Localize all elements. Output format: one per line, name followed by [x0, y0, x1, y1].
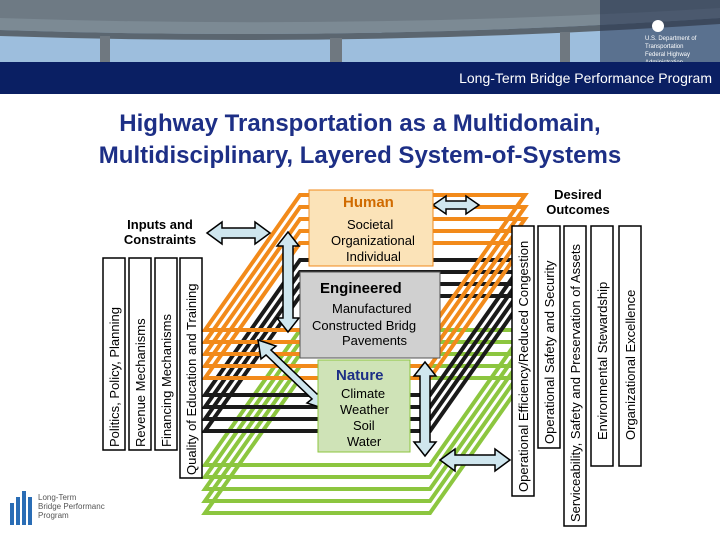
double-arrow-icon	[412, 360, 438, 458]
human-item: Organizational	[331, 233, 415, 248]
dot-line: U.S. Department of Transportation	[645, 36, 697, 50]
dot-agency-label: U.S. Department of Transportation Federa…	[645, 35, 720, 62]
arrows	[205, 194, 512, 473]
human-item: Societal	[347, 217, 393, 232]
double-arrow-icon	[275, 230, 301, 334]
input-item: Quality of Education and Training	[184, 283, 199, 475]
human-box: Human Societal Organizational Individual	[308, 189, 434, 267]
program-title: Long-Term Bridge Performance Program	[459, 70, 712, 86]
outcome-item: Operational Efficiency/Reduced Congestio…	[516, 241, 531, 492]
engineered-item: Constructed Bridg	[312, 318, 416, 333]
input-item: Financing Mechanisms	[159, 314, 174, 447]
inputs-columns: Politics, Policy, Planning Revenue Mecha…	[102, 257, 203, 479]
engineered-item: Pavements	[342, 333, 408, 348]
outcomes-heading-line: Outcomes	[546, 202, 610, 217]
dot-logo-icon	[652, 20, 664, 32]
human-item: Individual	[346, 249, 401, 264]
nature-item: Water	[347, 434, 382, 449]
input-item: Politics, Policy, Planning	[107, 307, 122, 447]
inputs-heading: Inputs and Constraints	[112, 217, 208, 247]
nature-item: Climate	[341, 386, 385, 401]
outcomes-heading-line: Desired	[554, 187, 602, 202]
ltbp-logo-text: Long-Term Bridge Performanc Program	[38, 493, 105, 520]
nature-title: Nature	[336, 367, 384, 384]
outcome-item: Environmental Stewardship	[595, 282, 610, 440]
double-arrow-icon	[438, 447, 512, 473]
double-arrow-icon	[431, 194, 481, 216]
double-arrow-icon	[205, 220, 272, 246]
logo-line: Program	[38, 511, 69, 520]
outcome-item: Organizational Excellence	[623, 290, 638, 440]
dot-line: Federal Highway Administration	[645, 52, 691, 62]
nature-item: Soil	[353, 418, 375, 433]
inputs-heading-line: Constraints	[123, 232, 197, 247]
ltbp-logo-icon	[10, 491, 32, 525]
slide-title-line: Highway Transportation as a Multidomain,	[119, 110, 601, 137]
outcome-item: Operational Safety and Security	[542, 260, 557, 444]
logo-line: Long-Term	[38, 493, 77, 502]
human-title: Human	[343, 194, 394, 211]
outcomes-columns: Operational Efficiency/Reduced Congestio…	[511, 225, 642, 527]
engineered-box: Engineered Manufactured Constructed Brid…	[299, 271, 441, 359]
slide-title: Highway Transportation as a Multidomain,…	[0, 108, 720, 172]
inputs-heading-line: Inputs and	[127, 217, 193, 232]
header-banner-photo: U.S. Department of Transportation Federa…	[0, 0, 720, 62]
engineered-item: Manufactured	[332, 301, 412, 316]
nature-box: Nature Climate Weather Soil Water	[317, 359, 411, 453]
outcome-item: Serviceability, Safety and Preservation …	[568, 244, 583, 522]
logo-line: Bridge Performanc	[38, 502, 105, 511]
engineered-title: Engineered	[320, 280, 402, 297]
outcomes-heading: Desired Outcomes	[530, 187, 626, 217]
input-item: Revenue Mechanisms	[133, 318, 148, 447]
program-bar: Long-Term Bridge Performance Program	[0, 62, 720, 94]
nature-item: Weather	[340, 402, 390, 417]
slide-title-line: Multidisciplinary, Layered System-of-Sys…	[98, 142, 622, 169]
